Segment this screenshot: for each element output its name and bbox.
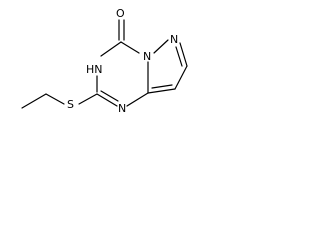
bond-npyr-c3-1 <box>179 42 188 67</box>
bond-c4-nh <box>100 41 122 57</box>
bond-c2-s <box>78 93 98 105</box>
atom-nitrogen-bridge: N <box>143 50 151 63</box>
chemical-structure-diagram: O HN S N N N <box>21 7 188 115</box>
atom-nitrogen-pyrazole: N <box>170 33 178 46</box>
bond-c2-n-1 <box>96 93 118 107</box>
bond-nbridge-npyr <box>153 39 169 54</box>
atom-nh: HN <box>86 63 103 76</box>
bond-c2-n-2 <box>100 90 119 102</box>
atom-oxygen: O <box>116 7 125 20</box>
atom-nitrogen-ring: N <box>118 102 126 115</box>
bond-c4p-c8a-2 <box>151 84 173 89</box>
bond-c4p-c8a-1 <box>147 88 176 94</box>
bond-c4-nbridge <box>120 41 140 54</box>
bond-s-ch3 <box>45 93 65 105</box>
structure-canvas: O HN S N N N <box>0 0 207 137</box>
bond-npyr-c3-2 <box>175 46 183 67</box>
atom-sulfur: S <box>67 98 74 111</box>
bond-c3-c4p <box>174 65 188 90</box>
bond-n-c8a <box>126 92 149 107</box>
bond-methyl <box>21 93 47 109</box>
